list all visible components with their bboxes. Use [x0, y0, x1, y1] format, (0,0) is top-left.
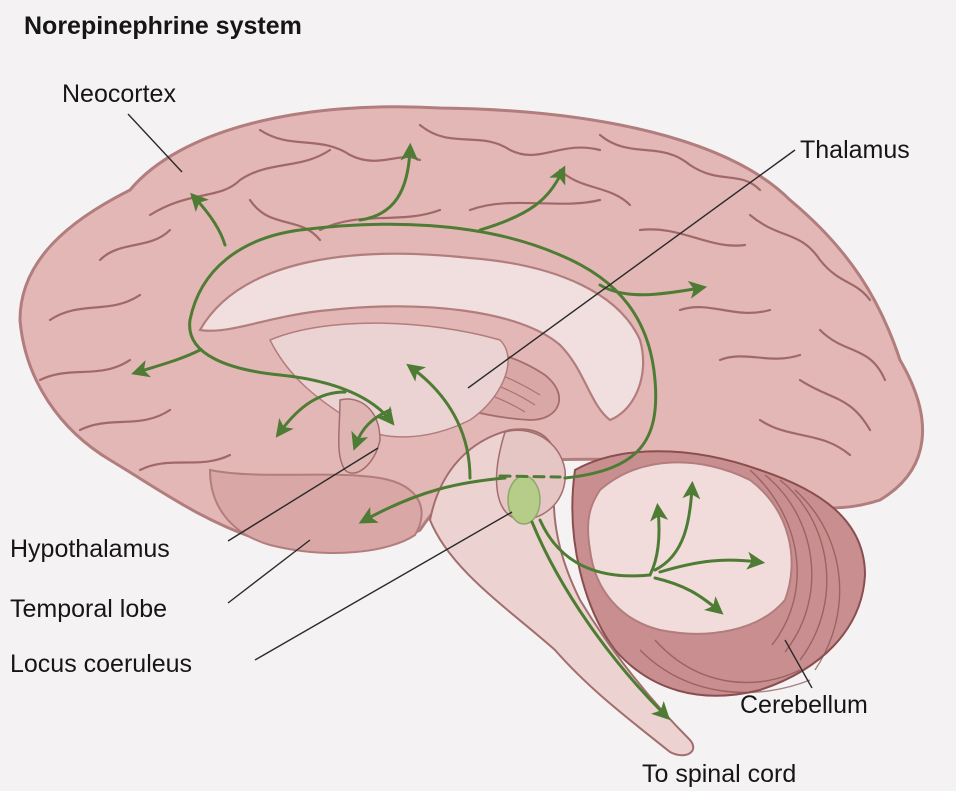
diagram-title: Norepinephrine system [24, 14, 302, 39]
temporal-lobe-shape [210, 470, 422, 553]
label-cerebellum: Cerebellum [740, 693, 868, 718]
locus-coeruleus-node [508, 476, 540, 524]
label-hypothalamus: Hypothalamus [10, 537, 170, 562]
leader-temporal [228, 540, 310, 603]
label-spinal-cord: To spinal cord [642, 762, 796, 787]
label-locus-coeruleus: Locus coeruleus [10, 652, 192, 677]
leader-neocortex [128, 114, 182, 172]
label-temporal-lobe: Temporal lobe [10, 597, 167, 622]
label-thalamus: Thalamus [800, 138, 910, 163]
label-neocortex: Neocortex [62, 82, 176, 107]
